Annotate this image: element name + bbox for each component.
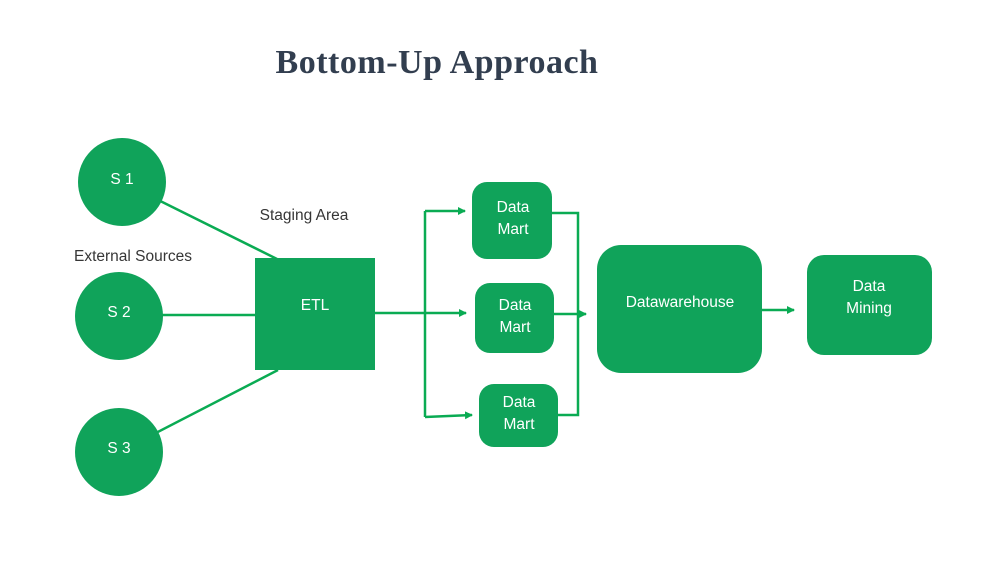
s2-label: S 2: [107, 304, 131, 321]
s1-label: S 1: [110, 171, 134, 188]
data-mart-1-label: Data Mart: [496, 199, 530, 238]
edge-etl-datamart3: [424, 411, 473, 420]
data-mart-1-box: [472, 182, 552, 259]
s3-label: S 3: [107, 440, 131, 457]
s3-circle: [75, 408, 163, 496]
data-mart-2-box: [475, 283, 554, 353]
external-sources-label: External Sources: [73, 248, 193, 265]
s1-circle: [78, 138, 166, 226]
datawarehouse-box: [597, 245, 762, 373]
s2-circle: [75, 272, 163, 360]
data-mart-3-label: Data Mart: [502, 394, 536, 433]
data-mart-3-box: [479, 384, 558, 447]
staging-area-label: Staging Area: [259, 207, 349, 224]
data-mining-box: [807, 255, 932, 355]
etl-label: ETL: [300, 297, 330, 314]
diagram-title: Bottom-Up Approach: [275, 44, 599, 81]
datawarehouse-label: Datawarehouse: [625, 294, 735, 311]
etl-box: [255, 258, 375, 370]
data-mart-2-label: Data Mart: [498, 297, 532, 336]
data-mining-label: Data Mining: [846, 278, 892, 317]
